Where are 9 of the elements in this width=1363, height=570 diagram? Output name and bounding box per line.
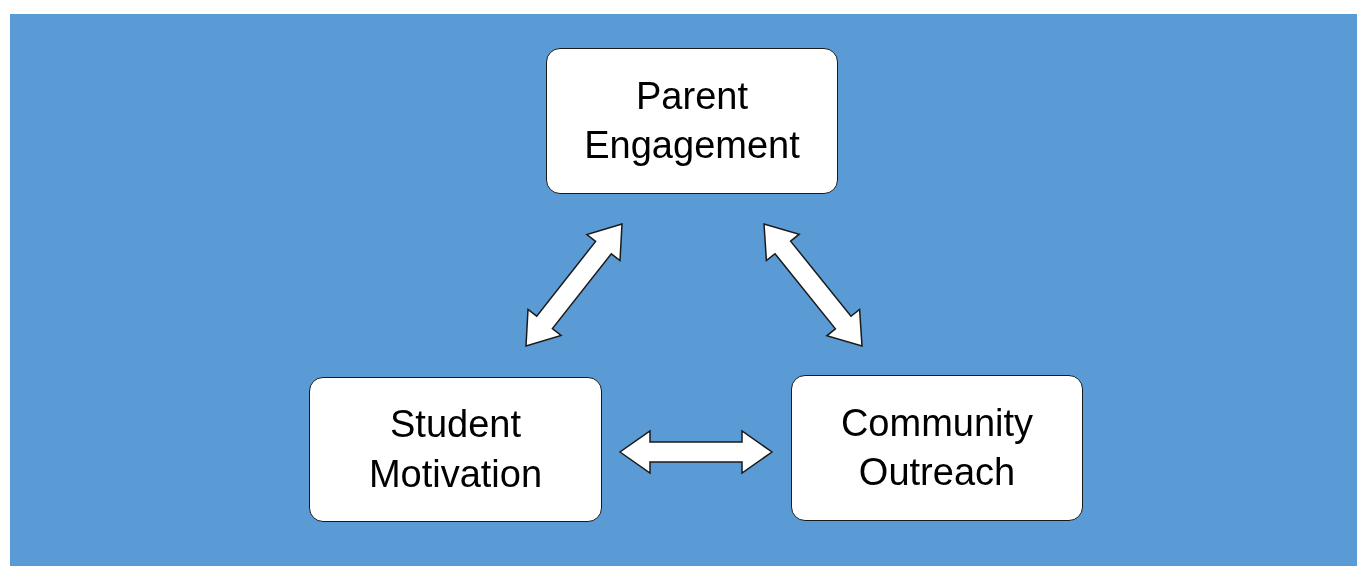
rounded-box: [546, 48, 838, 194]
rounded-box: [309, 377, 602, 522]
rounded-box: [791, 375, 1083, 521]
double-arrow: [525, 222, 623, 348]
box-label: Parent Engagement: [583, 73, 801, 168]
box-label: Community Outreach: [839, 400, 1035, 495]
double-arrow: [618, 429, 774, 475]
double-arrow: [763, 223, 863, 347]
box-label: Student Motivation: [367, 402, 544, 497]
